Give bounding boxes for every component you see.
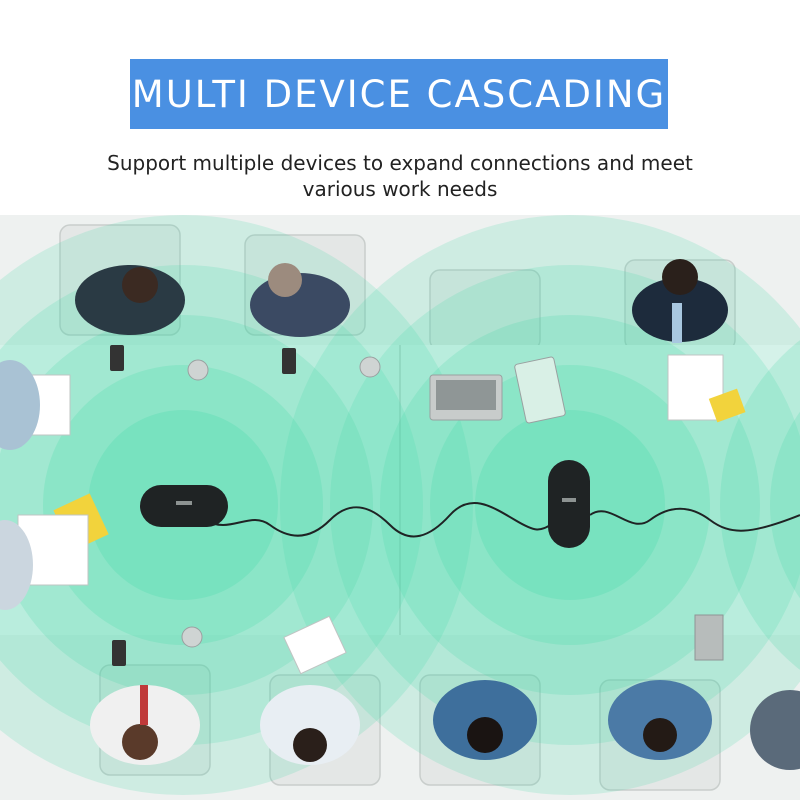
title-banner: MULTI DEVICE CASCADING bbox=[130, 59, 668, 129]
subtitle-line-1: Support multiple devices to expand conne… bbox=[107, 151, 693, 175]
page-subtitle: Support multiple devices to expand conne… bbox=[60, 150, 740, 202]
page-title: MULTI DEVICE CASCADING bbox=[131, 72, 667, 116]
speakerphone-right bbox=[548, 460, 590, 548]
cascade-cable bbox=[204, 501, 800, 538]
speakerphone-left bbox=[140, 485, 228, 527]
attendees bbox=[0, 259, 800, 770]
meeting-scene-photo bbox=[0, 215, 800, 800]
subtitle-line-2: various work needs bbox=[302, 177, 498, 201]
meeting-scene-illustration bbox=[0, 215, 800, 800]
signal-waves-far-right bbox=[720, 340, 800, 670]
